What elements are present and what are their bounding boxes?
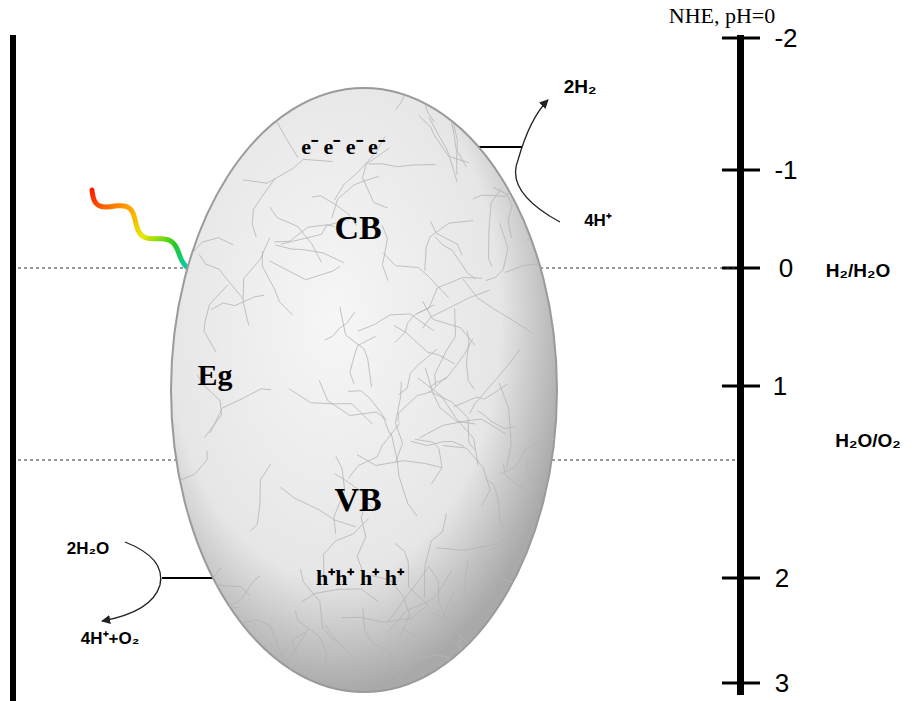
axis-number: -1 (774, 157, 797, 183)
electron-row: e⁻ e⁻ e⁻ e⁻ (301, 136, 385, 158)
reduction-arrow (516, 100, 560, 222)
oxidation-arrow (102, 542, 161, 621)
left-bar (10, 35, 16, 701)
potential-axis (737, 35, 744, 695)
semiconductor-particle: e⁻ e⁻ e⁻ e⁻ CB EgVB h⁺h⁺ h⁺ h⁺ (168, 85, 560, 695)
redox-couple: H₂/H₂O (826, 261, 890, 280)
particle-ellipse (171, 88, 557, 692)
redox-couple: H₂O/O₂ (835, 431, 900, 450)
axis-number: 0 (779, 255, 793, 281)
reactant-formula: 2H₂O (67, 540, 110, 557)
axis-title: NHE, pH=0 (669, 5, 776, 27)
marble-texture (168, 85, 560, 695)
axis-number: 3 (775, 670, 789, 696)
reactant-formula: 4H⁺ (584, 212, 612, 229)
axis-number: 2 (775, 565, 789, 591)
hole-row: h⁺h⁺ h⁺ h⁺ (316, 567, 404, 589)
band-gap-symbol: Eg (197, 360, 232, 390)
particle-outline (168, 85, 560, 695)
product-formula: 4H⁺+O₂ (81, 630, 139, 647)
band-name: VB (334, 483, 381, 517)
product-formula: 2H₂ (564, 77, 597, 96)
axis-number: -2 (774, 25, 797, 51)
band-name: CB (334, 211, 381, 245)
axis-number: 1 (773, 373, 787, 399)
axis-ticks (722, 38, 760, 683)
